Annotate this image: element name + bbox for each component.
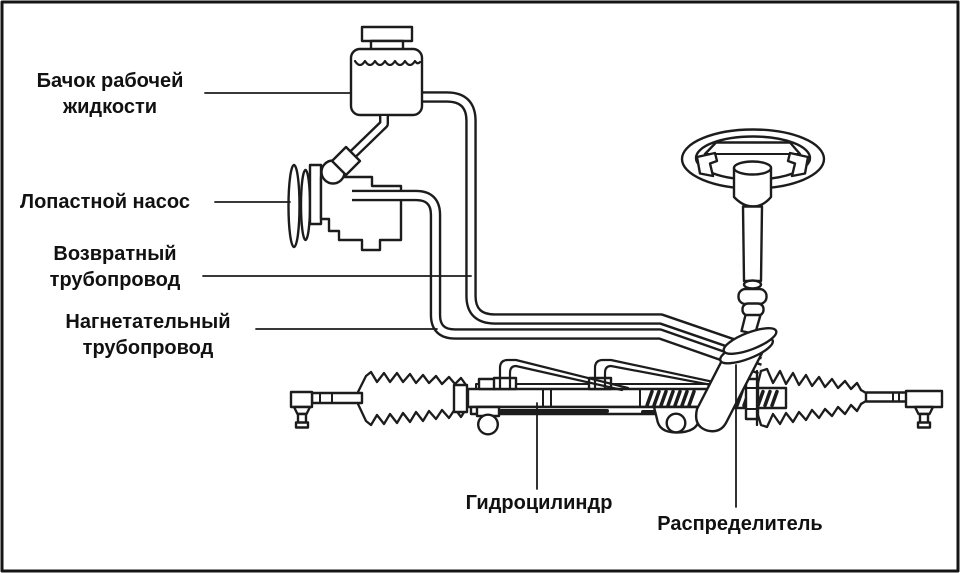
wheel-left-spoke [695,151,719,178]
reservoir-body [349,47,424,117]
tie-rod-end-left [289,390,314,409]
universal-joint-upper [737,287,768,306]
fluid-reservoir [349,25,424,117]
return-pipe [421,91,765,360]
rack-teeth-left [645,389,696,408]
label-return-pipe: Возвратный трубопровод [49,243,181,291]
steering-wheel [680,128,826,208]
leader-lines [202,92,737,508]
housing-end-block [452,383,469,414]
port-base-a [477,377,497,391]
wheel-hub-top [732,160,773,176]
control-valve [694,327,778,433]
column-shaft [741,205,764,283]
pump-mount-plate [308,163,323,226]
bellows-left [356,370,468,427]
vane-pump [287,145,762,375]
label-valve: Распределитель [657,513,823,535]
label-cylinder: Гидроцилиндр [465,492,613,514]
fluid-level-wave [353,59,422,67]
tie-rod-end-right [904,389,944,409]
mounting-ring-right [665,412,687,434]
label-pressure-pipe: Нагнетательный трубопровод [65,311,231,359]
valve-flange-upper [722,327,778,355]
feed-pipe-right [593,358,725,391]
label-reservoir: Бачок рабочей жидкости [36,70,184,118]
wheel-right-spoke [786,151,810,178]
pressure-pipe [352,189,762,375]
reservoir-cap [360,25,414,43]
ball-stud-neck-right [913,405,935,416]
suction-hose [346,116,389,161]
wheel-top-spoke [703,141,802,156]
hose-fitting [330,145,362,177]
universal-joint-lower [741,302,765,317]
tie-rod-right-seams [892,391,900,403]
mounting-ring-left [477,413,500,436]
column-collar [742,279,763,290]
port-base-b [492,376,518,391]
label-pump: Лопастной насос [20,191,190,213]
tie-rod-right [864,391,910,403]
pulley-back-disc [299,168,312,242]
feed-pipe-left [498,358,630,392]
pulley-front-disc [287,163,301,249]
tie-rod-left-seams [319,392,333,404]
ball-stud-foot-right [916,421,932,429]
cylinder-seams [542,388,641,408]
ball-stud-foot-left [294,421,310,429]
steering-column [737,205,768,336]
